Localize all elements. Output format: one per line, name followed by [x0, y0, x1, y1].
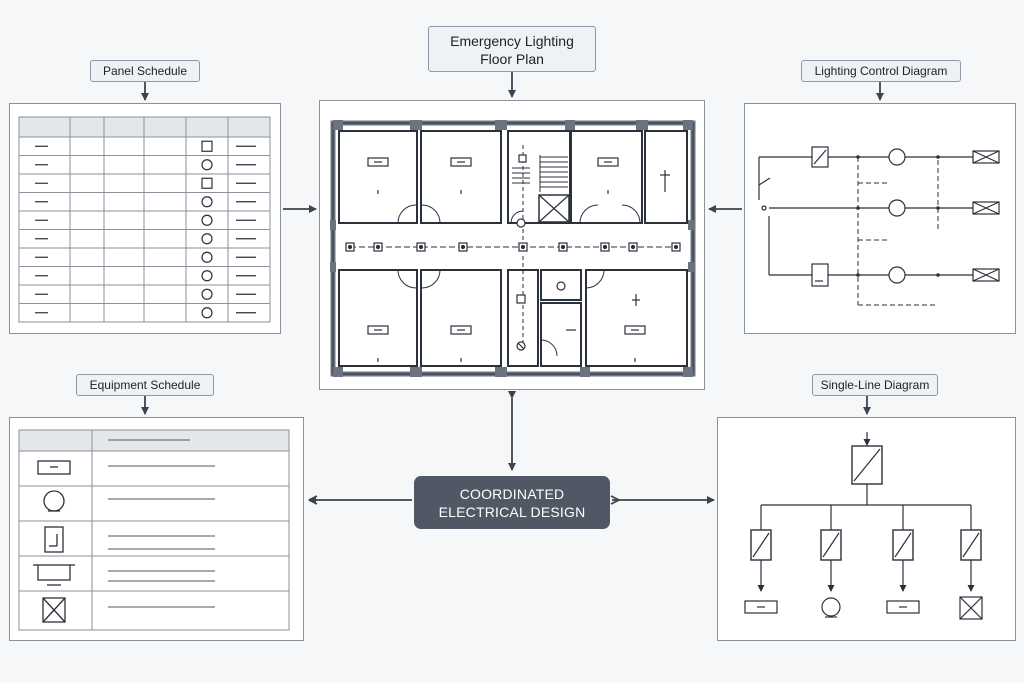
fixture-dot	[560, 244, 566, 250]
floor-plan-label-line2: Floor Plan	[480, 51, 544, 67]
floor-plan-label: Emergency Lighting Floor Plan	[428, 26, 596, 72]
coordinated-design-box: COORDINATED ELECTRICAL DESIGN	[414, 476, 610, 529]
circle-symbol	[201, 196, 213, 208]
exit-fixture	[556, 281, 566, 291]
floor-plan	[330, 120, 696, 377]
circle-symbol	[201, 288, 213, 300]
fixture-dot	[418, 244, 424, 250]
fixture-dot	[520, 244, 526, 250]
connector-arrows	[141, 72, 884, 504]
lighting-control-label: Lighting Control Diagram	[801, 60, 961, 82]
exit-load-icon	[744, 600, 778, 614]
panel-schedule-table	[18, 116, 271, 323]
panel-schedule-marks	[35, 140, 256, 319]
lighting-control-panel	[744, 103, 1016, 334]
breaker-slash	[822, 532, 840, 558]
equipment-symbols	[33, 460, 75, 623]
fixture-dot	[460, 244, 466, 250]
lighting-control-label-text: Lighting Control Diagram	[814, 64, 948, 78]
floor-plan-panel	[319, 100, 705, 390]
single-line-label: Single-Line Diagram	[812, 374, 938, 396]
floor-plan-label-line1: Emergency Lighting	[450, 33, 574, 49]
lighting-control-diagram	[758, 146, 1000, 306]
circle-symbol	[201, 307, 213, 319]
center-line2: ELECTRICAL DESIGN	[438, 504, 586, 520]
equipment-schedule-label: Equipment Schedule	[76, 374, 214, 396]
battery-load-cross	[959, 596, 983, 620]
battery-load-icon	[959, 596, 983, 620]
fixture-dot	[347, 244, 353, 250]
exit-fixture	[516, 218, 526, 228]
round-load-icon	[821, 597, 841, 617]
exit-load-icon	[886, 600, 920, 614]
circle-symbol	[201, 159, 213, 171]
circle-symbol	[201, 251, 213, 263]
battery-box-icon	[42, 597, 66, 623]
fixture-dot	[673, 244, 679, 250]
panel-schedule-label: Panel Schedule	[90, 60, 200, 82]
breaker-slash	[894, 532, 912, 558]
single-line-label-text: Single-Line Diagram	[820, 378, 930, 392]
stair-fixture	[516, 294, 526, 304]
panel-schedule-label-text: Panel Schedule	[102, 64, 188, 78]
fixture-dot	[630, 244, 636, 250]
breaker-slash	[752, 532, 770, 558]
exit-sign-icon	[37, 460, 71, 475]
equipment-schedule-table	[18, 429, 290, 631]
square-symbol	[201, 140, 213, 152]
circle-symbol	[201, 270, 213, 282]
square-symbol	[201, 177, 213, 189]
single-line-diagram	[744, 432, 983, 620]
fixture-dot	[602, 244, 608, 250]
stair-fixture	[518, 154, 527, 163]
wall-pack-icon	[44, 526, 64, 553]
exit-fixture-cross	[517, 342, 525, 350]
fixture-dot	[375, 244, 381, 250]
twin-head-icon	[33, 564, 75, 586]
center-line1: COORDINATED	[459, 486, 565, 502]
round-fixture-icon	[43, 490, 65, 512]
breaker-slash	[962, 532, 980, 558]
circle-symbol	[201, 233, 213, 245]
circle-symbol	[201, 214, 213, 226]
equipment-schedule-label-text: Equipment Schedule	[89, 378, 201, 392]
